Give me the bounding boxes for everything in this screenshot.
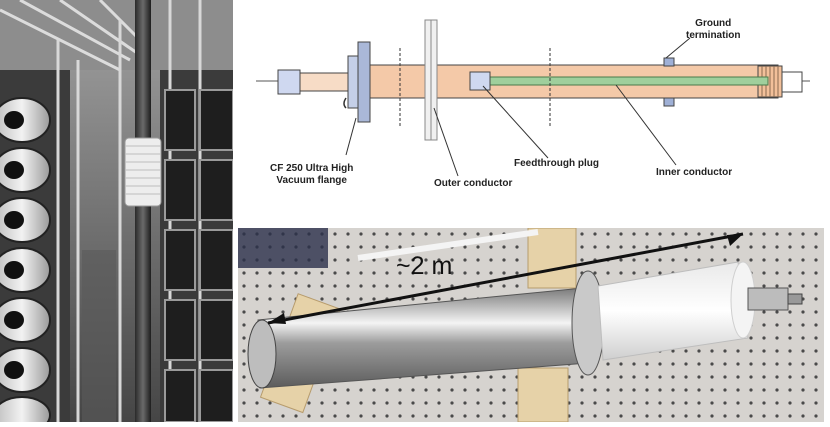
length-arrow [267,232,744,325]
feedthrough-photo: ~2 m [238,228,824,422]
cryostat-interior-photo [0,0,233,422]
arrowhead-right [727,234,743,246]
white-rod [357,229,539,261]
flange-label-line2: Vacuum flange [276,175,347,186]
ground-bolt-top [663,57,675,67]
left-connector [277,69,301,95]
arrowhead-left [268,313,286,324]
feedthrough-plug-label: Feedthrough plug [514,158,599,169]
vacuum-flange [357,41,371,123]
flange-label-line1: CF 250 Ultra High [270,163,354,174]
outer-conductor-label: Outer conductor [434,178,513,189]
ground-termination-label: Ground termination [686,18,740,42]
section-cut-a [424,19,432,141]
cryostat-interior-illustration [0,0,233,422]
feedthrough-drawing [256,19,810,177]
feedthrough-plug-body [469,71,491,91]
ptfe-insulator [597,261,749,361]
length-label: ~2 m [396,252,453,280]
ground-termination-line1: Ground [695,18,732,29]
feedthrough-photo-illustration [238,228,824,422]
ground-bolt-bottom [663,97,675,107]
ground-termination-line2: termination [686,30,741,41]
flange-label: CF 250 Ultra High Vacuum flange [270,163,353,187]
feedthrough-cross-section-diagram: Ground termination CF 250 Ultra High Vac… [238,0,830,222]
inner-conductor-label: Inner conductor [656,167,733,178]
end-nut [781,71,803,93]
inner-conductor-rod [485,76,769,86]
